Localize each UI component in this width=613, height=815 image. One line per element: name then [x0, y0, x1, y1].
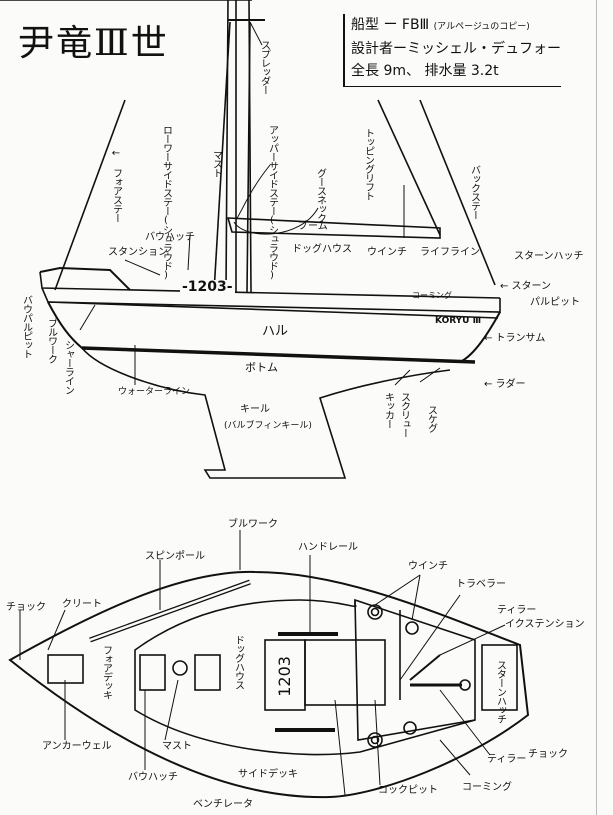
- mast: [225, 0, 229, 293]
- spec-type-note: (アルページュのコピー): [433, 22, 530, 32]
- label-bottom: ボトム: [245, 361, 278, 374]
- boat-title: 尹竜Ⅲ世: [18, 23, 169, 64]
- stern-hatch: [481, 644, 518, 711]
- spec-designer: 設計者ーミッシェル・デュフォー: [351, 41, 561, 57]
- label-winch-top: ウインチ: [408, 561, 448, 572]
- label-bulwark-top: ブルワーク: [228, 519, 278, 530]
- spec-type-text: 船型 ー FBⅢ: [351, 17, 430, 33]
- label-stern-hatch: スターンハッチ: [514, 251, 584, 262]
- label-ventilator: ベンチレータ: [193, 799, 253, 810]
- label-rudder: ← ラダー: [484, 379, 526, 390]
- label-forestay: ← フォアステー: [110, 148, 122, 226]
- label-doghouse-top: ドッグハウス: [232, 635, 244, 689]
- label-tiller-extension-1: ティラー: [497, 605, 537, 616]
- deck-outline: [8, 570, 530, 799]
- leader-lines: [19, 21, 506, 796]
- boat-name-marking: KORYU Ⅲ: [435, 316, 482, 326]
- label-anchor-well: アンカーウェル: [42, 741, 112, 752]
- label-traveler: トラベラー: [456, 579, 506, 590]
- topping-lift: [377, 99, 441, 236]
- label-stanchion: スタンション: [108, 247, 168, 258]
- label-transom: ← トランサム: [484, 333, 546, 344]
- label-stern-pulpit-2: パルピット: [530, 297, 580, 308]
- label-gooseneck: グースネック: [314, 168, 326, 222]
- label-cockpit: コックピット: [378, 785, 438, 796]
- label-chock-stern: チョック: [528, 749, 568, 760]
- label-side-deck: サイドデッキ: [238, 769, 298, 780]
- label-stern-pulpit-1: ← スターン: [500, 281, 552, 292]
- forestay: [54, 99, 126, 291]
- sail-number-side: -1203-: [180, 279, 235, 295]
- anchor-well: [47, 654, 84, 684]
- label-cleat: クリート: [62, 599, 102, 610]
- label-coaming-side: コーミング: [412, 291, 452, 300]
- label-spin-pole: スピンポール: [145, 551, 205, 562]
- label-boom: ブーム: [298, 221, 328, 232]
- label-tiller: ティラー: [487, 754, 527, 765]
- label-keel-type: (バルブフィンキール): [224, 421, 312, 431]
- label-lifeline: ライフライン: [420, 247, 480, 258]
- hull-top: [8, 570, 530, 799]
- water-line: [81, 346, 476, 364]
- label-upper-shroud: アッパーサイドステー(シュラウド): [266, 125, 278, 280]
- spec-size: 全長 9m、 排水量 3.2t: [351, 63, 499, 79]
- mast-step: [172, 660, 188, 676]
- rig: [54, 0, 496, 293]
- boom: [226, 217, 441, 239]
- label-backstay: バックステー: [468, 165, 480, 219]
- label-foredeck: フォアデッキ: [100, 645, 112, 699]
- hull-side: ="455" x2="290" y2="455"/>: [0, 0, 501, 479]
- label-water-line: ウォーターライン: [118, 387, 191, 397]
- label-screw: スクリュー: [398, 392, 410, 437]
- page-margin-line: [596, 0, 597, 815]
- label-mast: マスト: [210, 150, 222, 177]
- label-sheer-line: シャーライン: [62, 340, 74, 394]
- label-bow-pulpit: バウパルピット: [20, 295, 32, 358]
- label-winch: ウインチ: [367, 247, 407, 258]
- label-topping-lift: トッピングリフト: [362, 128, 374, 200]
- cockpit: [304, 639, 386, 706]
- label-hull: ハル: [262, 324, 289, 339]
- bow-pulpit: [39, 266, 131, 291]
- label-bow-hatch-top: バウハッチ: [128, 772, 178, 783]
- label-handrail: ハンドレール: [298, 542, 358, 553]
- label-coaming-top: コーミング: [462, 782, 512, 793]
- label-keel: キール: [240, 404, 270, 415]
- label-forestay-text: ← フォアステー: [110, 148, 122, 222]
- label-kicker: キッカー: [382, 392, 394, 428]
- label-spreader: スプレッダー: [258, 40, 270, 94]
- label-skeg: スケグ: [425, 405, 437, 432]
- label-bow-hatch: バウハッチ: [145, 232, 195, 243]
- label-stern-hatch-top: スターンハッチ: [494, 660, 506, 723]
- label-lower-shroud: ローワーサイドステー(シュラウド): [160, 125, 172, 280]
- specs-block: 船型 ー FBⅢ (アルページュのコピー) 設計者ーミッシェル・デュフォー 全長…: [343, 14, 561, 87]
- sail-number-top: 1203: [274, 656, 294, 697]
- label-mast-top: マスト: [162, 741, 192, 752]
- bow-hatch: [139, 654, 166, 691]
- lower-shroud: [213, 21, 231, 293]
- spec-type: 船型 ー FBⅢ (アルページュのコピー): [351, 14, 561, 38]
- label-doghouse: ドッグハウス: [292, 244, 352, 255]
- backstay: [419, 99, 496, 286]
- label-tiller-extension-2: イクステンション: [505, 619, 585, 630]
- label-chock-bow: チョック: [6, 602, 46, 613]
- label-bulwark-side: ブルワーク: [45, 318, 57, 363]
